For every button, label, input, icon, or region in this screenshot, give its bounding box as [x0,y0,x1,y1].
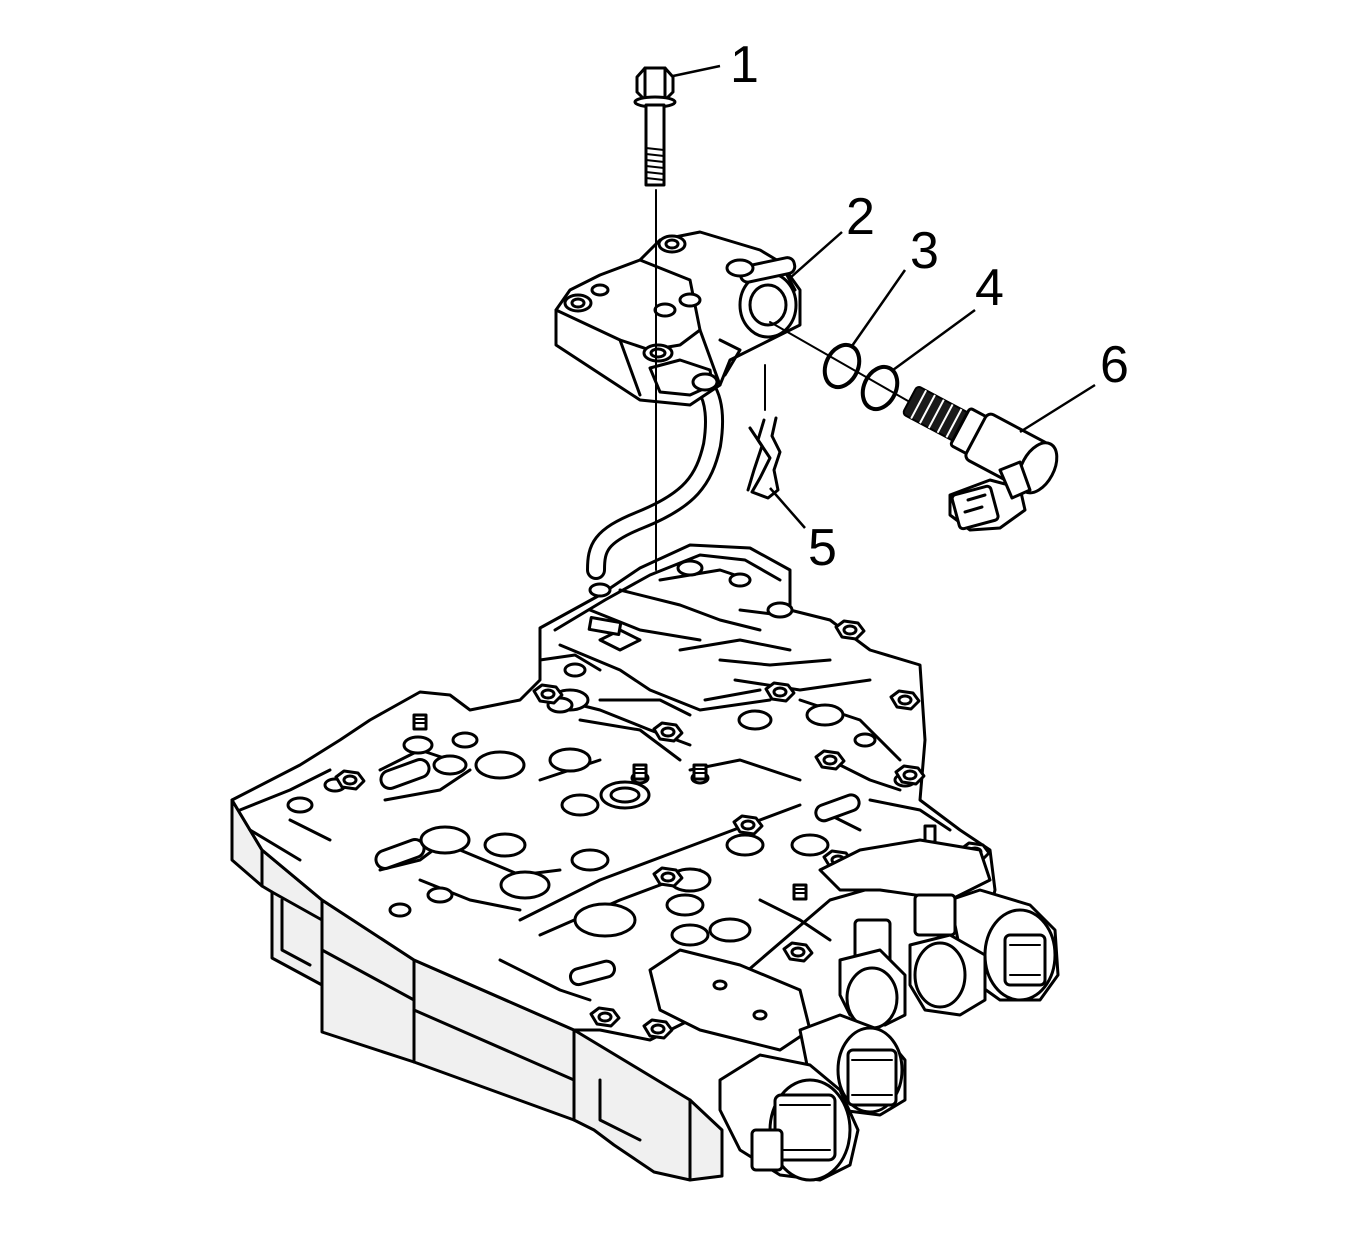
assembly-center-lines [655,189,916,571]
callout-6: 6 [1100,336,1129,394]
solenoid-housing [554,230,802,407]
installed-solenoids [718,888,1060,1182]
o-ring-outer [822,342,862,390]
bolt [633,66,677,187]
callout-5: 5 [808,519,837,577]
valve-body-assembly [230,543,1060,1182]
retainer-clip [746,416,782,500]
o-ring-inner [860,364,900,412]
threaded-plugs [412,713,937,901]
leader-lines [672,64,1096,529]
callout-2: 2 [846,188,875,246]
callout-labels: 1 2 3 4 5 6 [730,36,1129,577]
solenoid-valve [902,386,1059,532]
callout-4: 4 [975,259,1004,317]
callout-3: 3 [910,222,939,280]
callout-1: 1 [730,36,759,94]
fluid-tube [586,378,724,580]
